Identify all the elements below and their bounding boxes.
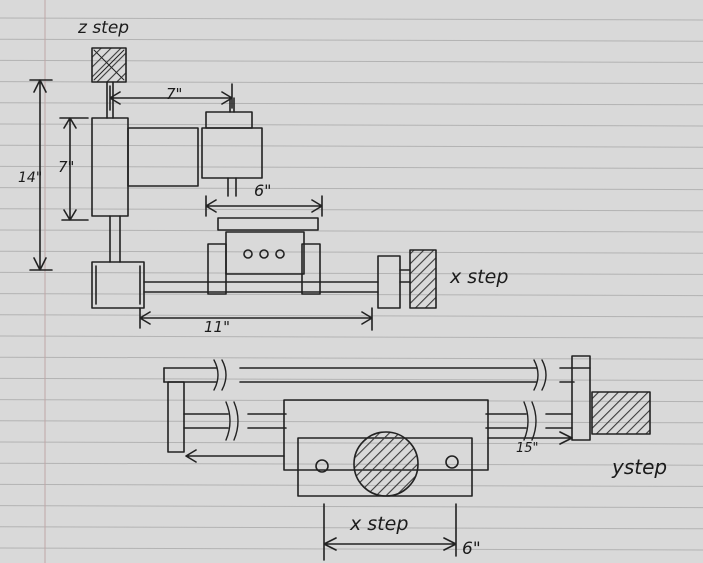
dim-14-line: [29, 79, 53, 271]
ruled-line: [0, 356, 703, 360]
ruled-line: [0, 420, 703, 424]
ruled-line: [0, 187, 703, 191]
y-rail-lower: [183, 413, 573, 429]
ruled-line: [0, 293, 703, 297]
ruled-line: [0, 271, 703, 275]
dim-14-label: 14": [18, 170, 42, 186]
x-rails: [143, 281, 379, 293]
z-step-label: z step: [77, 18, 129, 38]
dim-11-label: 11": [204, 318, 230, 336]
ruled-line: [0, 377, 703, 381]
dim-7-vertical-label: 7": [58, 158, 74, 176]
ruled-line: [0, 123, 703, 127]
ruled-line: [0, 144, 703, 148]
ruled-line: [0, 547, 703, 551]
dim-7-horizontal-label: 7": [166, 85, 182, 103]
x-stepper-motor-top-view: [353, 431, 419, 497]
bolt-hole-right: [445, 455, 459, 469]
ruled-line: [0, 526, 703, 530]
ruled-line: [0, 462, 703, 466]
y-rail-top: [163, 367, 591, 383]
y-step-label: ystep: [611, 455, 667, 479]
ruled-line: [0, 250, 703, 254]
y-stepper-motor: [591, 391, 651, 435]
top-view-sketch: [163, 355, 651, 561]
ruled-line: [0, 17, 703, 21]
x-stepper-motor: [409, 249, 437, 309]
x-step-label: x step: [449, 266, 508, 288]
y-end-block-right: [571, 355, 591, 441]
dim-6-bottom-line: [323, 503, 457, 561]
ruled-line: [0, 229, 703, 233]
dim-6-bottom-label: 6": [462, 539, 481, 559]
ruled-line: [0, 314, 703, 318]
bolt-hole-left: [315, 459, 329, 473]
z-arm: [127, 127, 199, 187]
base-block: [91, 261, 145, 309]
ruled-line: [0, 38, 703, 42]
dim-7-vertical-line: [59, 117, 89, 221]
ruled-line: [0, 441, 703, 445]
ruled-line: [0, 505, 703, 509]
dim-6-top-label: 6": [254, 181, 272, 200]
x-carriage-bed: [217, 217, 319, 231]
x-step-bottom-label: x step: [349, 513, 408, 535]
ruled-line: [0, 335, 703, 339]
dim-7-horizontal-line: [109, 83, 233, 111]
ruled-line: [0, 208, 703, 212]
side-view-sketch: [29, 47, 437, 331]
dim-6-top-line: [205, 195, 323, 217]
dim-11-line: [139, 307, 373, 331]
ruled-line: [0, 165, 703, 169]
dim-15-line: [487, 431, 573, 445]
y-end-block-left: [167, 381, 185, 453]
dim-15-label: 15": [516, 441, 539, 456]
ruled-line: [0, 483, 703, 487]
